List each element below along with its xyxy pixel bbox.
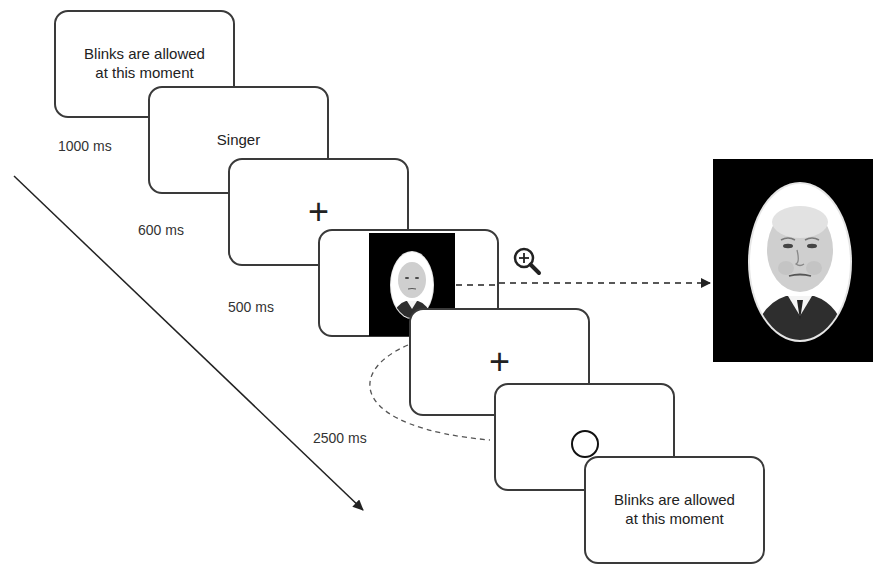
duration-label: 500 ms — [228, 299, 274, 315]
frame-text: Blinks are allowed at this moment — [77, 45, 212, 83]
zoom-arrow — [499, 282, 710, 283]
duration-label: 2500 ms — [313, 430, 367, 446]
enlarged-portrait — [713, 159, 873, 362]
frame-text: Blinks are allowed at this moment — [607, 491, 742, 529]
frame-text: + — [308, 194, 329, 230]
timeline-arrow — [14, 176, 363, 510]
magnifier-icon — [515, 249, 539, 273]
frame-text: + — [489, 344, 510, 380]
duration-label: 1000 ms — [58, 138, 112, 154]
duration-label: 600 ms — [138, 222, 184, 238]
frame-text: Singer — [217, 131, 260, 150]
instruction-frame: Blinks are allowed at this moment — [584, 456, 765, 564]
